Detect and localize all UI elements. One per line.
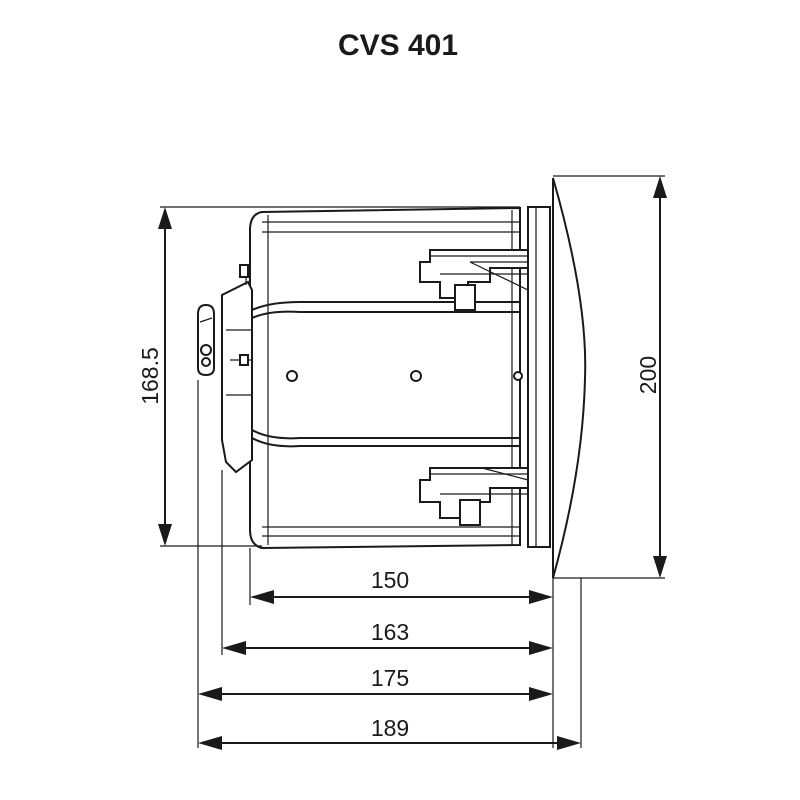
dimension-label-168-5: 168.5 — [137, 347, 163, 405]
cable-clip-icon — [197, 303, 215, 377]
dimension-label-200: 200 — [635, 356, 661, 394]
screw-icon — [513, 371, 523, 381]
dimension-150: 150 — [250, 567, 553, 604]
dimension-163: 163 — [222, 619, 553, 655]
front-flange — [527, 206, 551, 548]
extension-lines — [160, 175, 665, 748]
drawing-title: CVS 401 — [338, 29, 458, 62]
dimension-168-5: 168.5 — [137, 207, 172, 546]
dimension-label-175: 175 — [371, 665, 409, 691]
speaker-body — [197, 177, 587, 579]
dimension-189: 189 — [198, 578, 582, 750]
screw-icon — [286, 370, 298, 382]
dimension-200: 200 — [635, 176, 667, 578]
screw-icon — [410, 370, 422, 382]
dimension-175: 175 — [198, 665, 553, 701]
rear-terminal-block — [221, 264, 253, 474]
front-grille — [552, 177, 587, 579]
dimension-label-163: 163 — [371, 619, 409, 645]
dimension-label-189: 189 — [371, 715, 409, 741]
dimension-label-150: 150 — [371, 567, 409, 593]
